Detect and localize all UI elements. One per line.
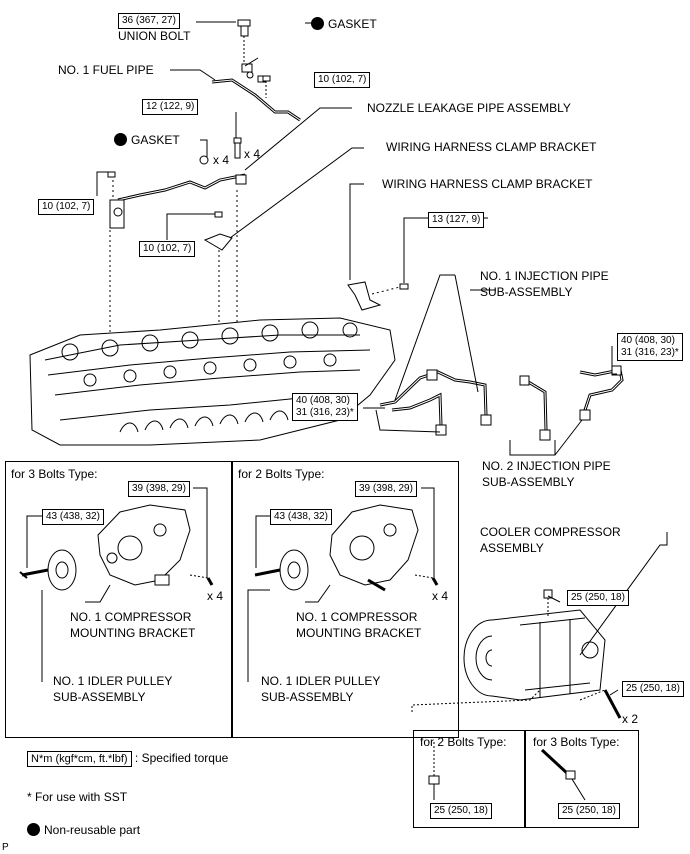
label-no1-injection-2: SUB-ASSEMBLY — [480, 285, 573, 299]
cooler-compressor-part — [463, 609, 606, 701]
nonreusable-mark-icon — [27, 823, 40, 836]
x4-bolt: x 4 — [244, 147, 261, 161]
label-wh-clamp-1: WIRING HARNESS CLAMP BRACKET — [386, 140, 597, 154]
torque-inj-right: 40 (408, 30) 31 (316, 23)* — [617, 333, 683, 361]
union-bolt-part — [237, 19, 251, 37]
torque-inj-right-b: 31 (316, 23)* — [621, 347, 679, 358]
torque-inj-left-b: 31 (316, 23)* — [296, 407, 354, 418]
p3-bracket-part — [97, 504, 191, 586]
label-p3-idler-2: SUB-ASSEMBLY — [53, 690, 146, 704]
torque-leak-left: 10 (102, 7) — [38, 199, 95, 215]
torque-comp-top: 25 (250, 18) — [567, 590, 629, 606]
panel-2-title: for 2 Bolts Type: — [238, 467, 325, 481]
panel-3-bolts — [5, 461, 233, 738]
x4-p3: x 4 — [207, 589, 224, 603]
panel-comp-2-title: for 2 Bolts Type: — [420, 735, 507, 749]
panel-3-title: for 3 Bolts Type: — [11, 467, 98, 481]
wh-clamp-bracket-part-2 — [347, 281, 382, 311]
label-p3-bracket-1: NO. 1 COMPRESSOR — [70, 610, 192, 624]
torque-p2-idler: 43 (438, 32) — [270, 509, 332, 525]
label-cooler-2: ASSEMBLY — [480, 541, 544, 555]
label-cooler-1: COOLER COMPRESSOR — [480, 525, 621, 539]
label-p2-bracket-1: NO. 1 COMPRESSOR — [296, 610, 418, 624]
torque-p2-bracket: 39 (398, 29) — [355, 481, 417, 497]
legend-sst: * For use with SST — [27, 790, 128, 804]
panel-comp-2-bolts — [413, 730, 526, 828]
corner-mark: P — [2, 842, 9, 853]
panel-comp-3-title: for 3 Bolts Type: — [533, 735, 620, 749]
wh-clamp-bracket-part-1 — [203, 233, 233, 251]
no2-injection-pipe-part — [524, 378, 548, 431]
label-no1-fuel-pipe: NO. 1 FUEL PIPE — [58, 63, 154, 77]
label-no1-injection-1: NO. 1 INJECTION PIPE — [480, 269, 609, 283]
label-p3-idler-1: NO. 1 IDLER PULLEY — [53, 674, 173, 688]
torque-comp-b3: 25 (250, 18) — [558, 803, 620, 819]
label-p2-idler-2: SUB-ASSEMBLY — [261, 690, 354, 704]
p3-idler-part — [21, 549, 77, 591]
torque-clamp: 10 (102, 7) — [139, 241, 196, 257]
torque-p3-idler: 43 (438, 32) — [42, 509, 104, 525]
label-p2-bracket-2: MOUNTING BRACKET — [296, 626, 422, 640]
legend-torque: N*m (kgf*cm, ft.*lbf) : Specified torque — [27, 751, 229, 767]
p2-bracket-part — [329, 504, 419, 592]
legend-torque-desc: : Specified torque — [134, 751, 229, 765]
x4-p2: x 4 — [432, 589, 449, 603]
torque-p3-bracket: 39 (398, 29) — [128, 481, 190, 497]
label-gasket-mid: GASKET — [114, 133, 180, 147]
label-p2-idler-1: NO. 1 IDLER PULLEY — [261, 674, 381, 688]
torque-inj-left-a: 40 (408, 30) — [296, 395, 350, 406]
panel-comp-3-bolts — [524, 730, 639, 828]
torque-comp-side: 25 (250, 18) — [622, 681, 684, 697]
torque-comp-b2: 25 (250, 18) — [430, 803, 492, 819]
x4-gasket: x 4 — [213, 153, 230, 167]
legend-torque-box: N*m (kgf*cm, ft.*lbf) — [27, 751, 132, 767]
label-p3-bracket-2: MOUNTING BRACKET — [70, 626, 196, 640]
legend-nonreusable: Non-reusable part — [27, 823, 140, 837]
label-no2-injection-2: SUB-ASSEMBLY — [482, 475, 575, 489]
nonreusable-mark-icon — [114, 133, 127, 146]
label-gasket-top: GASKET — [311, 17, 377, 31]
engine-block — [29, 317, 396, 446]
torque-inj-right-a: 40 (408, 30) — [621, 335, 675, 346]
no1-fuel-pipe-part — [211, 78, 301, 122]
torque-wh-bracket: 13 (127, 9) — [428, 212, 485, 228]
torque-inj-left: 40 (408, 30) 31 (316, 23)* — [292, 393, 358, 421]
label-no2-injection-1: NO. 2 INJECTION PIPE — [482, 459, 611, 473]
torque-fuel-pipe: 10 (102, 7) — [314, 72, 371, 88]
label-wh-clamp-2: WIRING HARNESS CLAMP BRACKET — [382, 177, 593, 191]
x2-comp: x 2 — [622, 712, 639, 726]
p2-idler-part — [254, 549, 309, 591]
label-union-bolt: UNION BOLT — [118, 29, 191, 43]
label-nozzle-leakage: NOZZLE LEAKAGE PIPE ASSEMBLY — [367, 101, 571, 115]
torque-union-bolt: 36 (367, 27) — [118, 13, 180, 29]
panel-2-bolts — [231, 461, 459, 738]
torque-nozzle: 12 (122, 9) — [142, 99, 199, 115]
nonreusable-mark-icon — [311, 17, 324, 30]
